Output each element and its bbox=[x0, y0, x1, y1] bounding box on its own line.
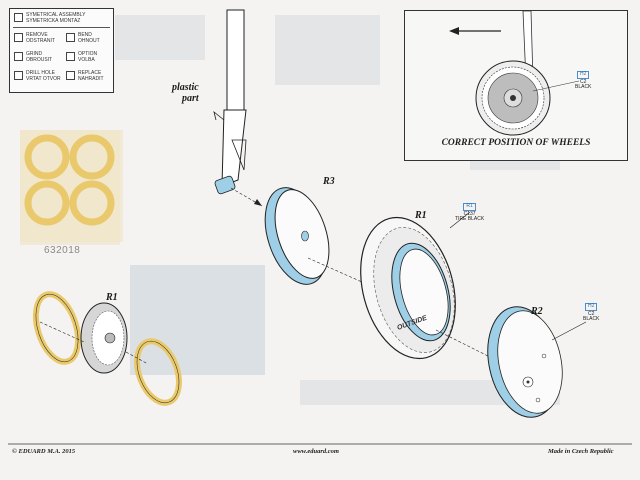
option-icon bbox=[66, 52, 75, 61]
plastic-part-label: plastic part bbox=[172, 82, 199, 104]
remove-icon bbox=[14, 33, 23, 42]
brass-fret bbox=[20, 130, 123, 242]
part-r2-outer-hub bbox=[487, 306, 587, 418]
part-label-r2: R2 bbox=[531, 306, 543, 317]
grind-icon bbox=[14, 52, 23, 61]
legend-divider bbox=[13, 27, 110, 28]
fret-number: 632018 bbox=[44, 245, 81, 256]
tire-color-callout: R1 C137 TIRE BLACK bbox=[455, 203, 485, 222]
direction-arrow-icon bbox=[449, 27, 459, 35]
landing-gear-leg bbox=[213, 9, 263, 207]
footer-made-in: Made in Czech Republic bbox=[548, 448, 614, 455]
part-label-r1-small: R1 bbox=[106, 292, 118, 303]
inset-caption: CORRECT POSITION OF WHEELS bbox=[441, 138, 591, 148]
correct-position-inset: H2 C2 BLACK CORRECT POSITION OF WHEELS bbox=[404, 10, 628, 161]
part-r1-tire: OUTSIDE bbox=[360, 211, 501, 363]
part-label-r3: R3 bbox=[323, 176, 335, 187]
inset-wheel-drawing bbox=[449, 11, 580, 136]
part-r3-hub-disc bbox=[264, 187, 363, 285]
inset-hub-callout: H2 C2 BLACK bbox=[575, 71, 592, 90]
footer-website: www.eduard.com bbox=[293, 448, 339, 455]
footer-copyright: © EDUARD M.A. 2015 bbox=[12, 448, 76, 455]
hub-color-callout: H2 C2 BLACK bbox=[583, 303, 600, 322]
part-label-r1-tire: R1 bbox=[415, 210, 427, 221]
small-wheel-subassembly bbox=[32, 291, 182, 406]
bend-icon bbox=[66, 33, 75, 42]
replace-icon bbox=[66, 71, 75, 80]
symmetry-icon bbox=[14, 13, 23, 22]
drill-icon bbox=[14, 71, 23, 80]
